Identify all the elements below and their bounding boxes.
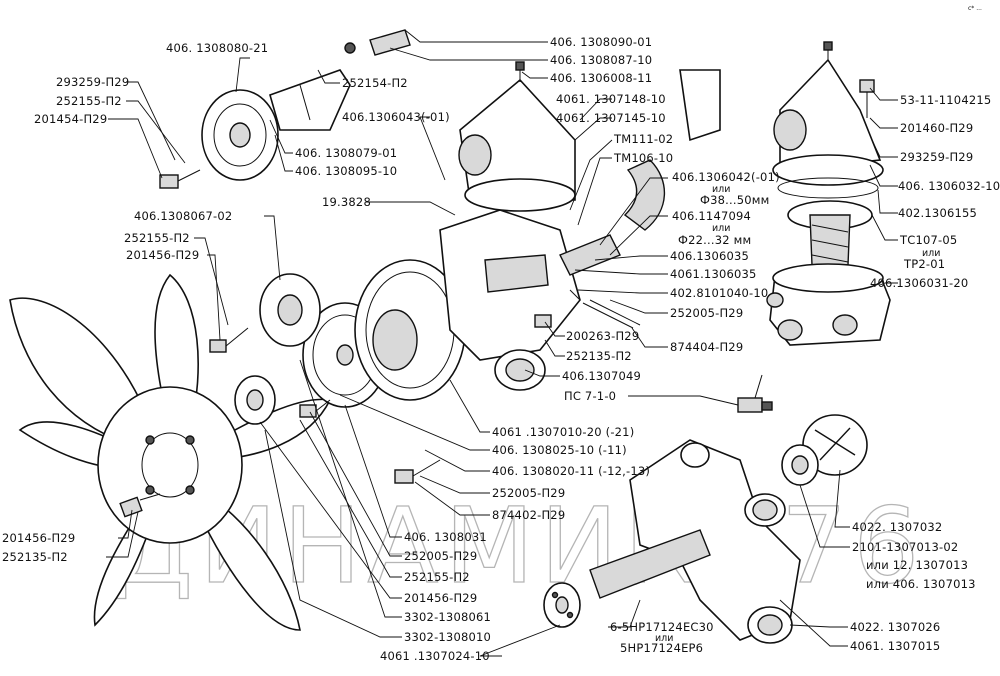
label-406-1308080-21: 406. 1308080-21 — [166, 41, 268, 55]
thermostat-cover-right — [772, 41, 884, 186]
pump-shaft-bearing — [543, 529, 711, 628]
label-4022-1307026: 4022. 1307026 — [850, 620, 940, 634]
label-3302-1308061: 3302-1308061 — [404, 610, 491, 624]
label-4061-1307015: 4061. 1307015 — [850, 639, 940, 653]
label-or-1: или — [712, 184, 730, 195]
label-406-1308025-10: 406. 1308025-10 (-11) — [492, 443, 627, 457]
label-200263-p29: 200263-П29 — [566, 329, 639, 343]
thermostat — [777, 177, 879, 266]
label-252005-p29-c: 252005-П29 — [404, 549, 477, 563]
label-4061-1307148-10: 4061. 1307148-10 — [556, 92, 666, 106]
label-406-1306032-10: 406. 1306032-10 — [898, 179, 1000, 193]
label-19-3828: 19.3828 — [322, 195, 371, 209]
label-402-8101040-10: 402.8101040-10 — [670, 286, 768, 300]
lower-pump-housing — [629, 439, 801, 644]
fan-hub — [234, 375, 276, 425]
corner-mark: c* ... — [968, 5, 982, 12]
label-406-1308090-01: 406. 1308090-01 — [550, 35, 652, 49]
label-f22-32mm: Ф22...32 мм — [678, 233, 751, 247]
label-6-5hp17124ec30: 6-5НР17124ЕС30 — [610, 620, 714, 634]
label-406-1307049: 406.1307049 — [562, 369, 641, 383]
label-406-1306031-20: 406.1306031-20 — [870, 276, 968, 290]
label-4022-1307032: 4022. 1307032 — [852, 520, 942, 534]
label-293259-p29-b: 293259-П29 — [900, 150, 973, 164]
label-874404-p29: 874404-П29 — [670, 340, 743, 354]
label-406-1306035: 406.1306035 — [670, 249, 749, 263]
fan-impeller — [9, 273, 332, 631]
label-tc107-05: ТС107-05 — [899, 233, 957, 247]
label-406-1308079-01: 406. 1308079-01 — [295, 146, 397, 160]
label-252005-p29-a: 252005-П29 — [670, 306, 743, 320]
label-252135-p2-a: 252135-П2 — [566, 349, 632, 363]
label-406-1308031: 406. 1308031 — [404, 530, 487, 544]
idler-pulley — [259, 273, 321, 347]
label-201454-p29: 201454-П29 — [34, 112, 107, 126]
label-402-1306155: 402.1306155 — [898, 206, 977, 220]
label-252155-p2-c: 252155-П2 — [404, 570, 470, 584]
label-3302-1308010: 3302-1308010 — [404, 630, 491, 644]
pump-housing — [439, 209, 581, 391]
label-406-1308020-11: 406. 1308020-11 (-12,-13) — [492, 464, 650, 478]
label-252005-p29-b: 252005-П29 — [492, 486, 565, 500]
bypass-hose — [484, 69, 721, 293]
label-252154-p2: 252154-П2 — [342, 76, 408, 90]
label-tp2-01: ТР2-01 — [903, 257, 945, 271]
label-252135-p2-b: 252135-П2 — [2, 550, 68, 564]
label-tm111-02: ТМ111-02 — [613, 132, 673, 146]
label-406-1308095-10: 406. 1308095-10 — [295, 164, 397, 178]
thermostat-housing-center — [458, 61, 576, 212]
leader-lines — [106, 29, 898, 657]
label-201460-p29: 201460-П29 — [900, 121, 973, 135]
label-or-2: или — [712, 223, 730, 234]
label-406-1306008-11: 406. 1306008-11 — [550, 71, 652, 85]
label-53-11-1104215: 53-11-1104215 — [900, 93, 991, 107]
label-ps-7-1-0: ПС 7-1-0 — [564, 389, 616, 403]
label-406-1147094: 406.1147094 — [672, 209, 751, 223]
label-or-4: или — [922, 248, 940, 259]
label-252155-p2-b: 252155-П2 — [124, 231, 190, 245]
label-406-1308087-10: 406. 1308087-10 — [550, 53, 652, 67]
label-201456-p29-a: 201456-П29 — [126, 248, 199, 262]
label-4061-1307145-10: 4061. 1307145-10 — [556, 111, 666, 125]
label-tm106-10: ТМ106-10 — [613, 151, 673, 165]
bolts — [159, 169, 641, 484]
tensioner-bracket — [269, 29, 411, 131]
label-or-3: или — [655, 633, 673, 644]
label-f38-50mm: Ф38...50мм — [700, 193, 769, 207]
label-874402-p29: 874402-П29 — [492, 508, 565, 522]
label-201456-p29-c: 201456-П29 — [2, 531, 75, 545]
label-406-1306043: 406.1306043(-01) — [342, 110, 450, 124]
label-4061-1307010-20: 4061 .1307010-20 (-21) — [492, 425, 634, 439]
label-4061-1307024-10: 4061 .1307024-10 — [380, 649, 490, 663]
tensioner-pulley — [201, 89, 279, 181]
label-5hp17124ep6: 5НР17124ЕР6 — [620, 641, 703, 655]
label-252155-p2-a: 252155-П2 — [56, 94, 122, 108]
label-406-1308067-02: 406.1308067-02 — [134, 209, 232, 223]
part-number-labels: 406. 1308090-01 406. 1308087-10 406. 130… — [2, 35, 1000, 663]
label-2101-1307013-02: 2101-1307013-02 — [852, 540, 958, 554]
label-201456-p29-b: 201456-П29 — [404, 591, 477, 605]
label-or-406-1307013: или 406. 1307013 — [866, 577, 976, 591]
label-or-12-1307013: или 12. 1307013 — [866, 558, 968, 572]
label-4061-1306035: 4061.1306035 — [670, 267, 757, 281]
label-406-1306042: 406.1306042(-01) — [672, 170, 780, 184]
pump-pulley — [354, 259, 466, 401]
label-293259-p29-a: 293259-П29 — [56, 75, 129, 89]
pump-impeller — [781, 414, 868, 486]
temperature-sensor — [737, 374, 773, 413]
thermostat-housing-right — [766, 263, 891, 346]
fan-bolt — [119, 493, 161, 518]
